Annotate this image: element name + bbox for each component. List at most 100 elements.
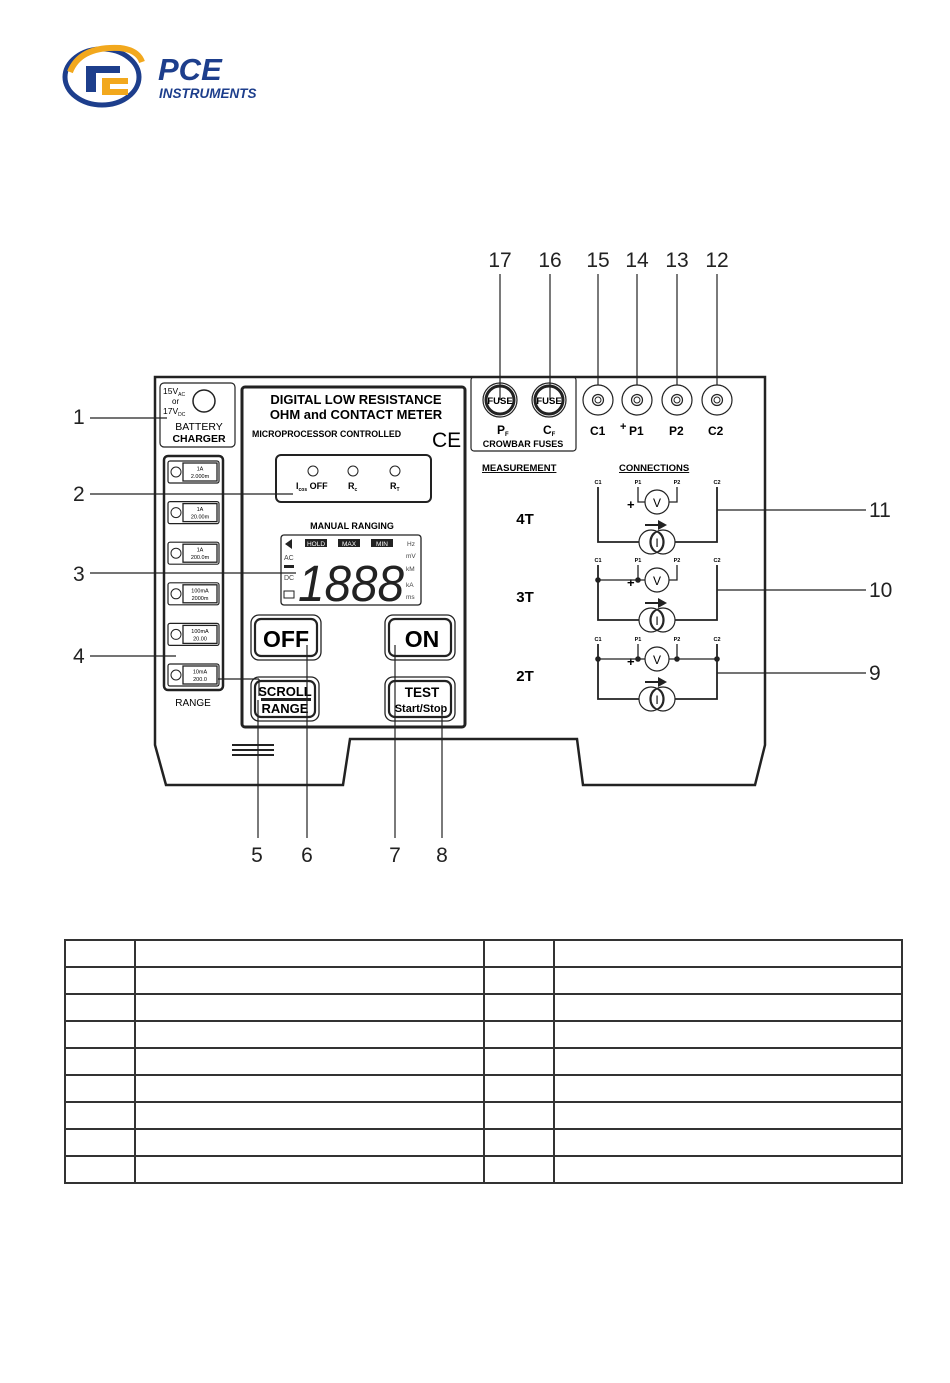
table-cell bbox=[64, 966, 136, 995]
on-button[interactable]: ON bbox=[384, 614, 456, 661]
current-label: I bbox=[655, 536, 658, 550]
charger-label1: BATTERY bbox=[175, 421, 222, 433]
battery-charger-socket[interactable]: 15VAC or 17VDC BATTERY CHARGER bbox=[159, 382, 236, 448]
scroll-range-button[interactable]: SCROLL RANGE bbox=[250, 676, 320, 722]
charger-v2: 17VDC bbox=[163, 406, 186, 418]
mode-3t: 3T bbox=[516, 589, 534, 606]
voltmeter-label: V bbox=[653, 496, 661, 510]
led-label-rt: RT bbox=[390, 481, 400, 493]
main-panel bbox=[240, 385, 467, 729]
circuit-label-c2: C2 bbox=[713, 637, 720, 643]
table-cell bbox=[553, 1128, 903, 1157]
led-icos-off bbox=[307, 465, 319, 477]
terminal-socket-c2[interactable] bbox=[701, 384, 733, 416]
table-cell bbox=[133, 1101, 486, 1130]
table-cell bbox=[483, 993, 556, 1022]
circuit-label-p2: P2 bbox=[674, 558, 681, 564]
table-cell bbox=[483, 1101, 556, 1130]
callout-10: 10 bbox=[869, 579, 892, 602]
callout-2: 2 bbox=[73, 483, 85, 506]
on-button-label: ON bbox=[405, 626, 440, 652]
lcd-unit-ka: kA bbox=[406, 582, 414, 589]
charger-or: or bbox=[172, 397, 179, 406]
range-current: 1A bbox=[197, 507, 204, 513]
range-button-1[interactable]: 1A2.000m bbox=[167, 460, 220, 484]
charger-socket-icon bbox=[192, 389, 216, 413]
plus-sign: + bbox=[627, 497, 635, 512]
terminal-label-p1: P1 bbox=[629, 424, 644, 438]
charger-v1: 15VAC bbox=[163, 386, 185, 398]
vent-lines bbox=[232, 744, 274, 756]
range-label: RANGE bbox=[175, 698, 211, 709]
plus-sign: + bbox=[627, 654, 635, 669]
range-current: 1A bbox=[197, 548, 204, 554]
charger-label2: CHARGER bbox=[172, 433, 226, 445]
lcd-ac: AC bbox=[284, 555, 294, 562]
table-cell bbox=[483, 1155, 556, 1184]
terminal-socket-p1[interactable] bbox=[621, 384, 653, 416]
mode-4t: 4T bbox=[516, 511, 534, 528]
callout-12: 12 bbox=[705, 249, 728, 272]
start-stop-label: Start/Stop bbox=[395, 703, 448, 715]
lcd-display: HOLD MAX MIN AC DC 1888 Hz mV kM kA ms bbox=[280, 534, 422, 612]
left-leader-lines bbox=[90, 417, 296, 696]
off-button[interactable]: OFF bbox=[250, 614, 322, 661]
table-cell bbox=[64, 1074, 136, 1103]
table-cell bbox=[483, 939, 556, 968]
table-cell bbox=[553, 993, 903, 1022]
table-cell bbox=[64, 939, 136, 968]
status-led-box bbox=[275, 454, 432, 503]
top-leader-lines bbox=[499, 274, 718, 400]
connections-header: CONNECTIONS bbox=[619, 463, 689, 474]
lcd-unit-hz: Hz bbox=[407, 541, 415, 548]
led-label-rc: Rc bbox=[348, 481, 358, 493]
circuit-label-c2: C2 bbox=[713, 558, 720, 564]
terminal-socket-p2[interactable] bbox=[661, 384, 693, 416]
range-value: 200.0 bbox=[193, 677, 207, 683]
device-outline bbox=[153, 375, 767, 787]
bottom-callouts: 5 6 7 8 bbox=[251, 844, 448, 867]
table-cell bbox=[553, 1020, 903, 1049]
led-rc bbox=[347, 465, 359, 477]
range-led-icon bbox=[170, 547, 182, 559]
table-cell bbox=[133, 1155, 486, 1184]
table-cell bbox=[483, 1074, 556, 1103]
terminal-label-c1: C1 bbox=[590, 424, 606, 438]
fuse-pf[interactable]: FUSE bbox=[482, 382, 518, 418]
terminal-plus: + bbox=[620, 421, 626, 433]
mode-2t: 2T bbox=[516, 668, 534, 685]
callout-5: 5 bbox=[251, 844, 263, 867]
table-cell bbox=[483, 1128, 556, 1157]
range-buttons: 1A2.000m1A20.00m1A200.0m100mA2000m100mA2… bbox=[167, 460, 220, 687]
range-led-icon bbox=[170, 466, 182, 478]
circuit-label-p1: P1 bbox=[635, 480, 642, 486]
range-value: 20.00 bbox=[193, 636, 207, 642]
fuse-cf-name: CF bbox=[543, 423, 556, 438]
terminal-label-c2: C2 bbox=[708, 424, 724, 438]
right-leader-lines bbox=[717, 509, 866, 674]
table-cell bbox=[553, 1074, 903, 1103]
callout-3: 3 bbox=[73, 563, 85, 586]
table-cell bbox=[64, 1155, 136, 1184]
circuit-label-c2: C2 bbox=[713, 480, 720, 486]
device-front-panel-diagram: 17 16 15 14 13 12 15VAC or 17VDC BATTERY… bbox=[73, 249, 892, 867]
lcd-max: MAX bbox=[342, 541, 357, 548]
test-start-stop-button[interactable]: TEST Start/Stop bbox=[384, 676, 456, 722]
terminal-socket-c1[interactable] bbox=[582, 384, 614, 416]
fuse-cf[interactable]: FUSE bbox=[531, 382, 567, 418]
logo-sub: INSTRUMENTS bbox=[159, 86, 257, 101]
lcd-digits: 1888 bbox=[298, 555, 405, 612]
table-row bbox=[64, 1155, 903, 1184]
lcd-hold: HOLD bbox=[307, 541, 325, 548]
plus-sign: + bbox=[627, 575, 635, 590]
range-current: 100mA bbox=[191, 629, 209, 635]
top-callouts: 17 16 15 14 13 12 bbox=[488, 249, 728, 272]
table-cell bbox=[64, 1101, 136, 1130]
led-label-icos-off: Icos OFF bbox=[296, 481, 328, 493]
callout-7: 7 bbox=[389, 844, 401, 867]
